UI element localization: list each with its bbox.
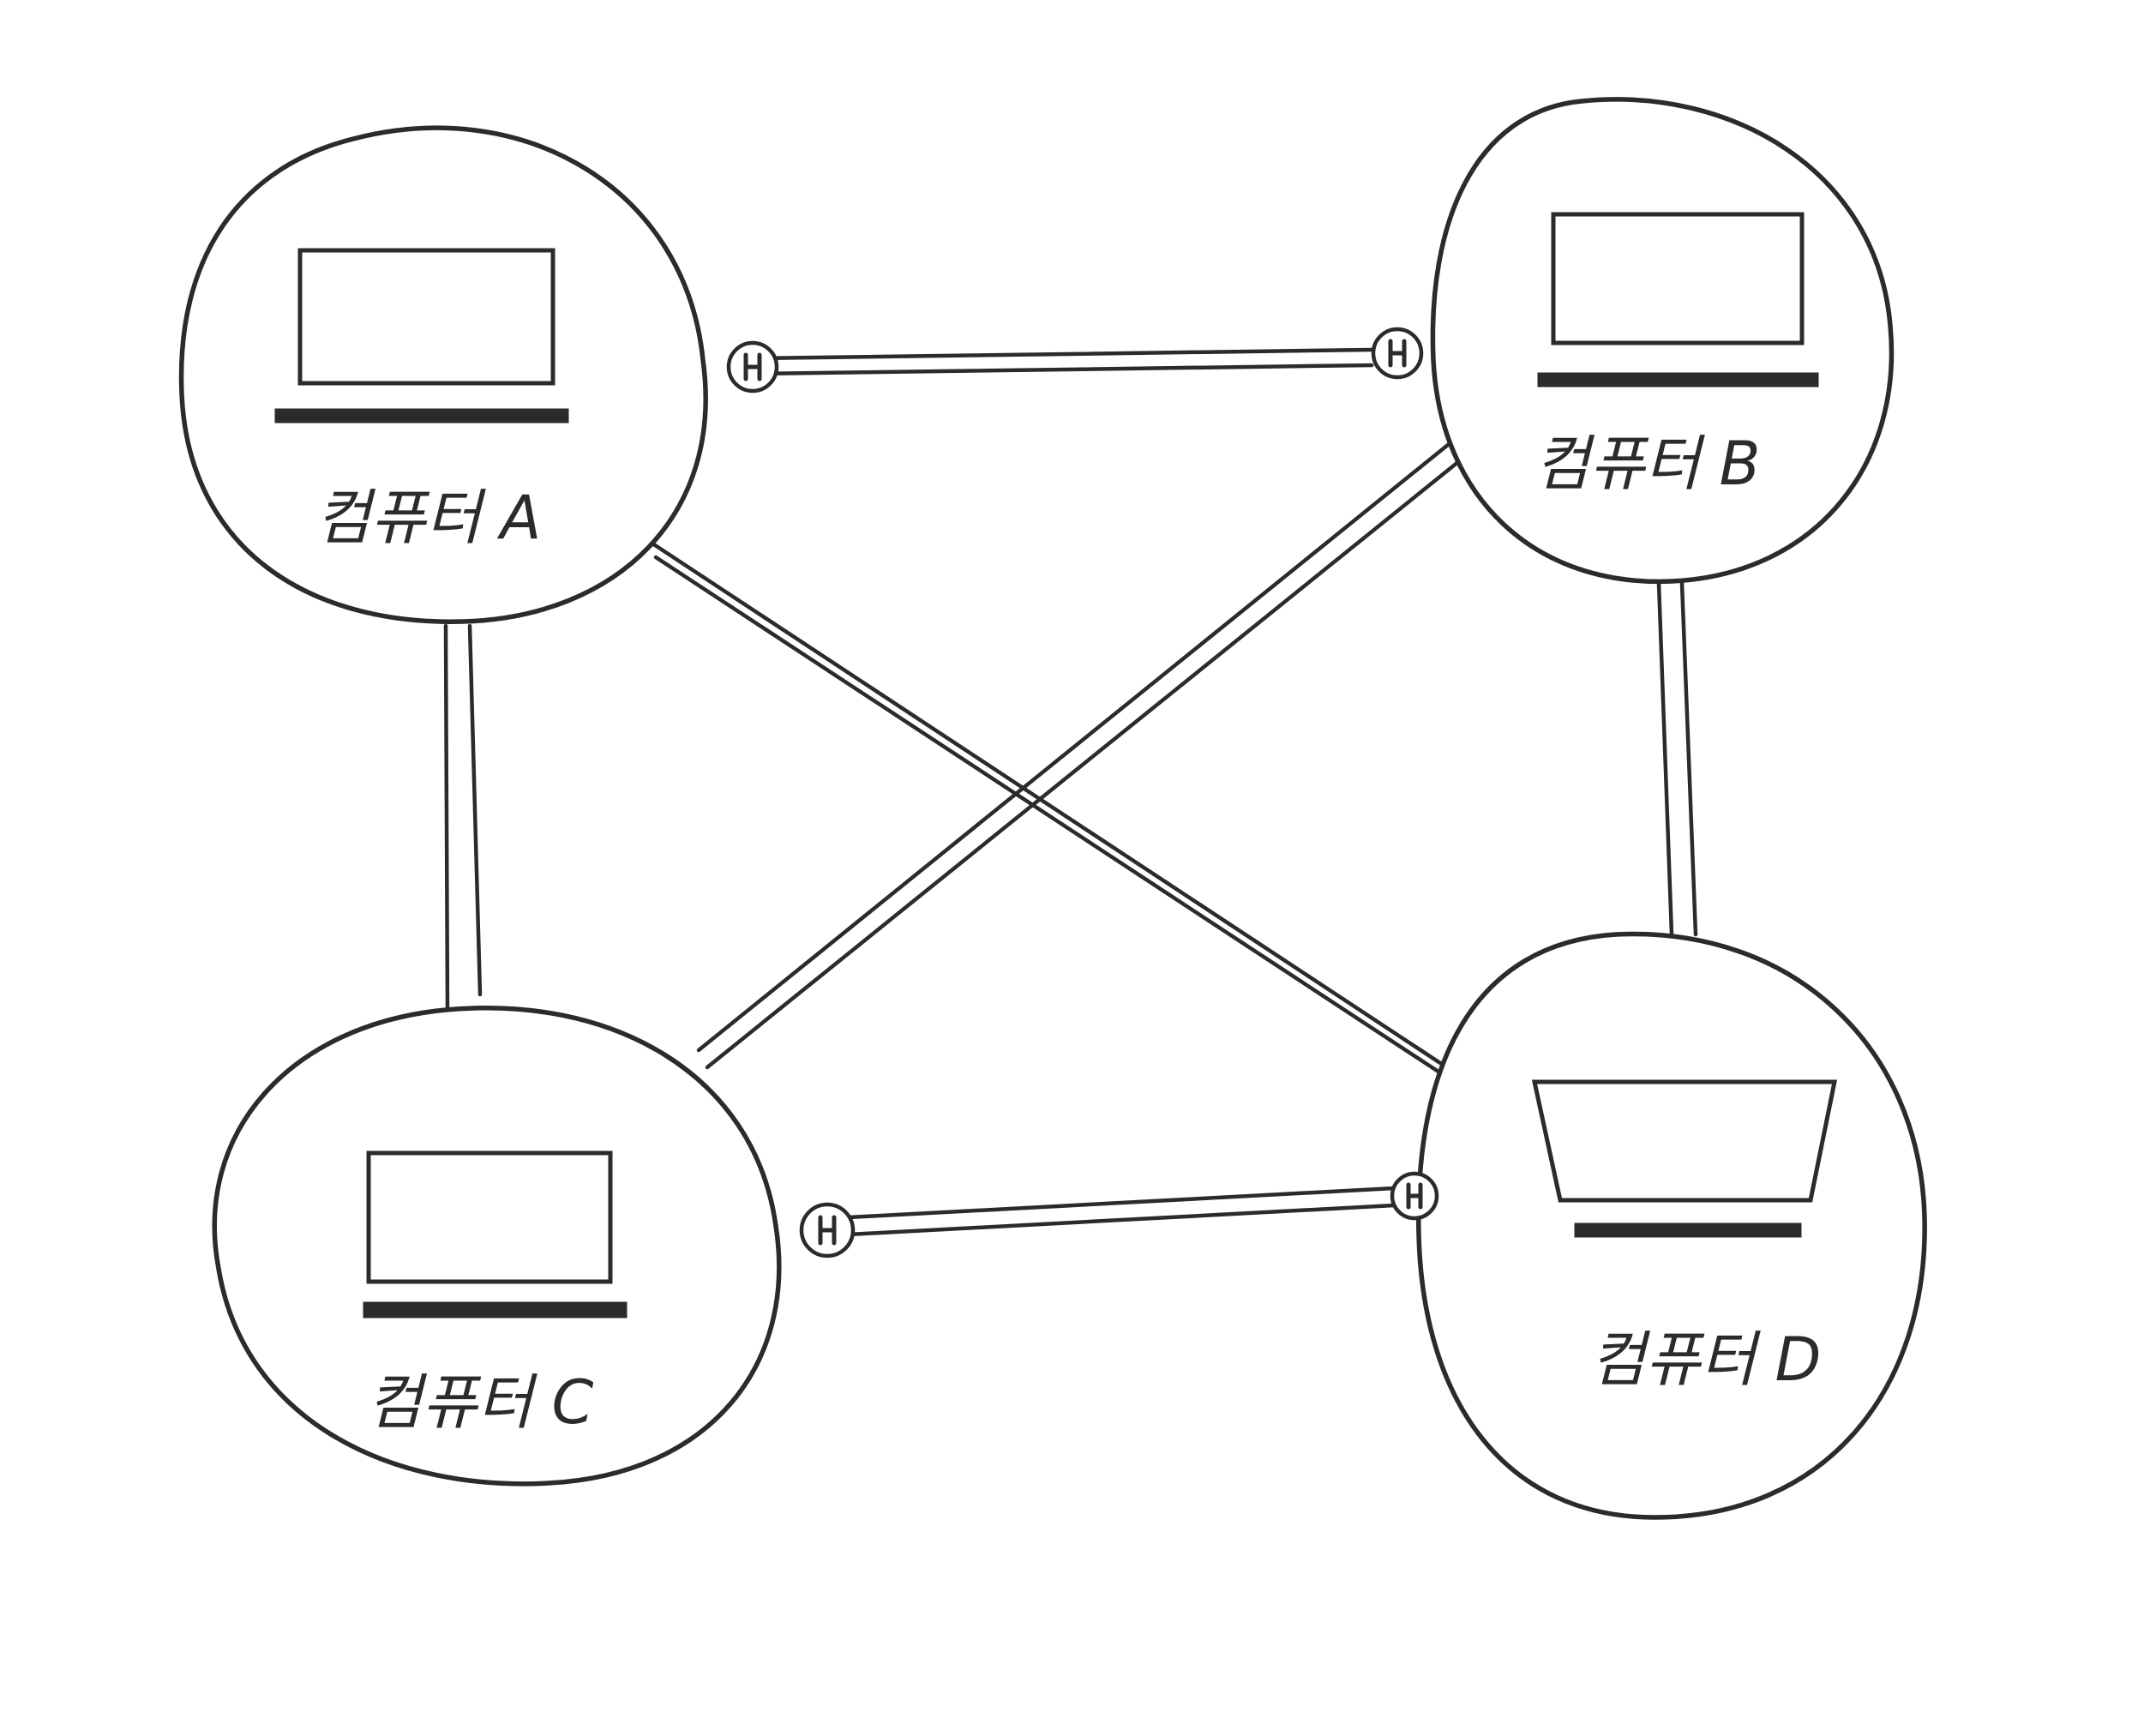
connector-c-d-at-d-mark-icon: [1406, 1182, 1423, 1210]
laptop-a-keyboard-icon: [274, 408, 569, 423]
link-a-c: [443, 623, 483, 1018]
laptop-d-keyboard-icon: [1574, 1222, 1802, 1238]
node-computer-c: 컴퓨터 C: [212, 1005, 782, 1487]
laptop-a-screen-icon: [297, 248, 556, 386]
link-a-b: [752, 347, 1374, 376]
node-computer-b: 컴퓨터 B: [1430, 97, 1895, 585]
laptop-c-keyboard-icon: [363, 1301, 628, 1319]
link-c-d: [846, 1185, 1413, 1237]
connectors: [726, 327, 1439, 1258]
laptop-c-screen-icon: [366, 1150, 613, 1284]
laptop-d-screen-icon: [1531, 1079, 1838, 1203]
connector-a-b-at-a-mark-icon: [743, 352, 762, 381]
node-computer-d: 컴퓨터 D: [1416, 931, 1927, 1520]
laptop-b-screen-icon: [1551, 212, 1805, 345]
connector-a-b-at-b-mark-icon: [1388, 339, 1407, 368]
node-a-label: 컴퓨터 A: [315, 483, 541, 553]
node-d-label: 컴퓨터 D: [1590, 1325, 1821, 1395]
connector-c-d-at-c-mark-icon: [818, 1215, 837, 1246]
node-computer-a: 컴퓨터 A: [178, 125, 708, 624]
node-b-label: 컴퓨터 B: [1534, 429, 1760, 499]
link-b-c: [696, 435, 1470, 1070]
links: [443, 347, 1698, 1237]
link-b-d: [1656, 580, 1698, 937]
laptop-b-keyboard-icon: [1537, 372, 1819, 387]
link-a-d: [645, 538, 1451, 1081]
node-c-label: 컴퓨터 C: [367, 1367, 593, 1438]
